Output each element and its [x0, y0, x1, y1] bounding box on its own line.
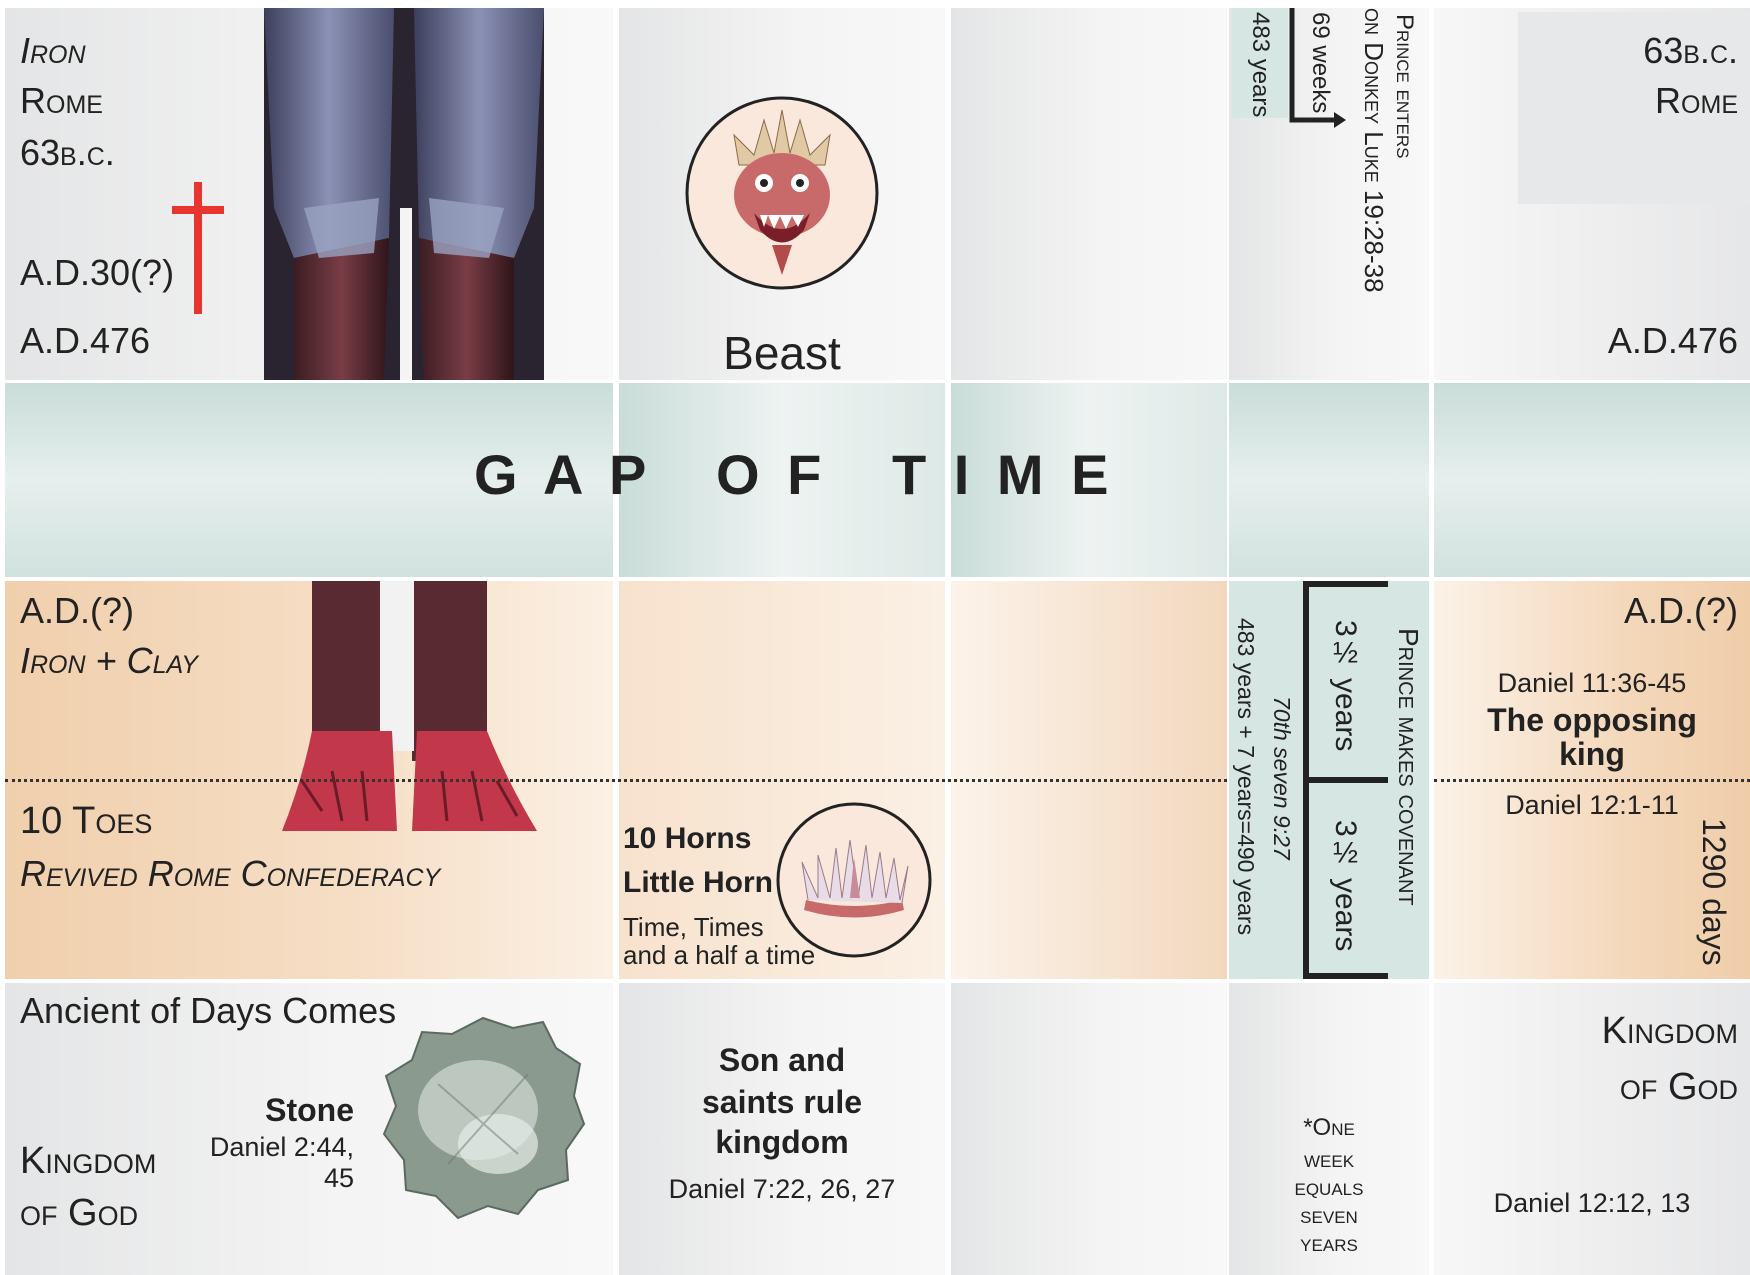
right-middle-king-line2: king — [1434, 736, 1750, 773]
horns-line3: Time, Times — [623, 912, 764, 943]
stone-ref: Daniel 2:44, 45 — [180, 1132, 354, 1194]
statue-feet-image — [282, 581, 542, 831]
rome-top-date-end: A.D.476 — [20, 320, 150, 362]
week-note-line2: week — [1229, 1146, 1429, 1174]
horns-icon — [774, 800, 934, 960]
kingdom-right-line2: of God — [1620, 1066, 1738, 1109]
beast-icon — [684, 95, 880, 291]
right-middle-ref1: Daniel 11:36-45 — [1434, 668, 1750, 699]
feet-date: A.D.(?) — [20, 590, 134, 632]
half-week-1: 3½ years — [1328, 620, 1362, 751]
right-top-date-start: 63b.c. — [1643, 30, 1738, 72]
kingdom-right-ref: Daniel 12:12, 13 — [1434, 1188, 1750, 1219]
gap-band-col5 — [1434, 383, 1750, 577]
divider-dotted-left — [5, 779, 1227, 782]
kingdom-left-line2: of God — [20, 1192, 138, 1235]
horns-line1: 10 Horns — [623, 822, 751, 856]
rome-top-label1: Iron — [20, 30, 86, 72]
right-middle-ref2: Daniel 12:1-11 — [1434, 790, 1750, 821]
days-1290: 1290 days — [1695, 818, 1732, 966]
statue-legs-image — [264, 8, 624, 380]
saints-line1: Son and — [619, 1042, 945, 1079]
cell-empty-top — [951, 8, 1227, 380]
stone-icon — [378, 1014, 588, 1224]
week-note-line5: years — [1229, 1230, 1429, 1258]
beast-label: Beast — [619, 326, 945, 380]
week-note-line4: seven — [1229, 1202, 1429, 1230]
seventieth-label: 70th seven 9:27 — [1268, 696, 1295, 860]
divider-dotted-right — [1434, 779, 1750, 782]
right-top-date-end: A.D.476 — [1608, 320, 1738, 362]
kingdom-left-line1: Kingdom — [20, 1140, 156, 1183]
toes-label: 10 Toes — [20, 800, 152, 843]
prince-enters-line2: on Donkey Luke 19:28-38 — [1358, 8, 1389, 293]
years-483-label: 483 years — [1246, 12, 1274, 117]
saints-ref: Daniel 7:22, 26, 27 — [619, 1174, 945, 1205]
seventieth-total: 483 years + 7 years=490 years — [1232, 618, 1259, 935]
prince-enters-line1: Prince enters — [1390, 14, 1418, 159]
half-week-2: 3½ years — [1328, 820, 1362, 951]
kingdom-right-line1: Kingdom — [1602, 1010, 1738, 1053]
week-note-line1: *One — [1229, 1114, 1429, 1142]
feet-label: Iron + Clay — [20, 640, 198, 682]
horns-line2: Little Horn — [623, 866, 773, 900]
rome-top-date-cross-text: A.D.30(?) — [20, 252, 174, 293]
cross-icon — [172, 182, 224, 314]
rome-top-date-cross: A.D.30(?) — [20, 252, 174, 294]
gap-of-time-title: G A P O F T I M E — [474, 442, 1114, 507]
saints-line2: saints rule — [619, 1084, 945, 1121]
prince-makes-covenant: Prince makes covenant — [1392, 628, 1424, 906]
ancient-of-days-heading: Ancient of Days Comes — [20, 990, 396, 1032]
right-middle-king-line1: The opposing — [1434, 702, 1750, 739]
right-middle-date: A.D.(?) — [1624, 590, 1738, 632]
rome-top-date-start: 63b.c. — [20, 132, 115, 174]
gap-band-col4 — [1229, 383, 1429, 577]
right-top-label: Rome — [1655, 80, 1738, 122]
toes-sub: Revived Rome Confederacy — [20, 853, 440, 895]
weeks-69-label: 69 weeks — [1306, 12, 1334, 113]
cell-empty-bottom — [951, 983, 1227, 1275]
week-note-line3: equals — [1229, 1174, 1429, 1202]
stone-label: Stone — [200, 1092, 354, 1129]
saints-line3: kingdom — [619, 1124, 945, 1161]
rome-top-label2: Rome — [20, 80, 103, 122]
